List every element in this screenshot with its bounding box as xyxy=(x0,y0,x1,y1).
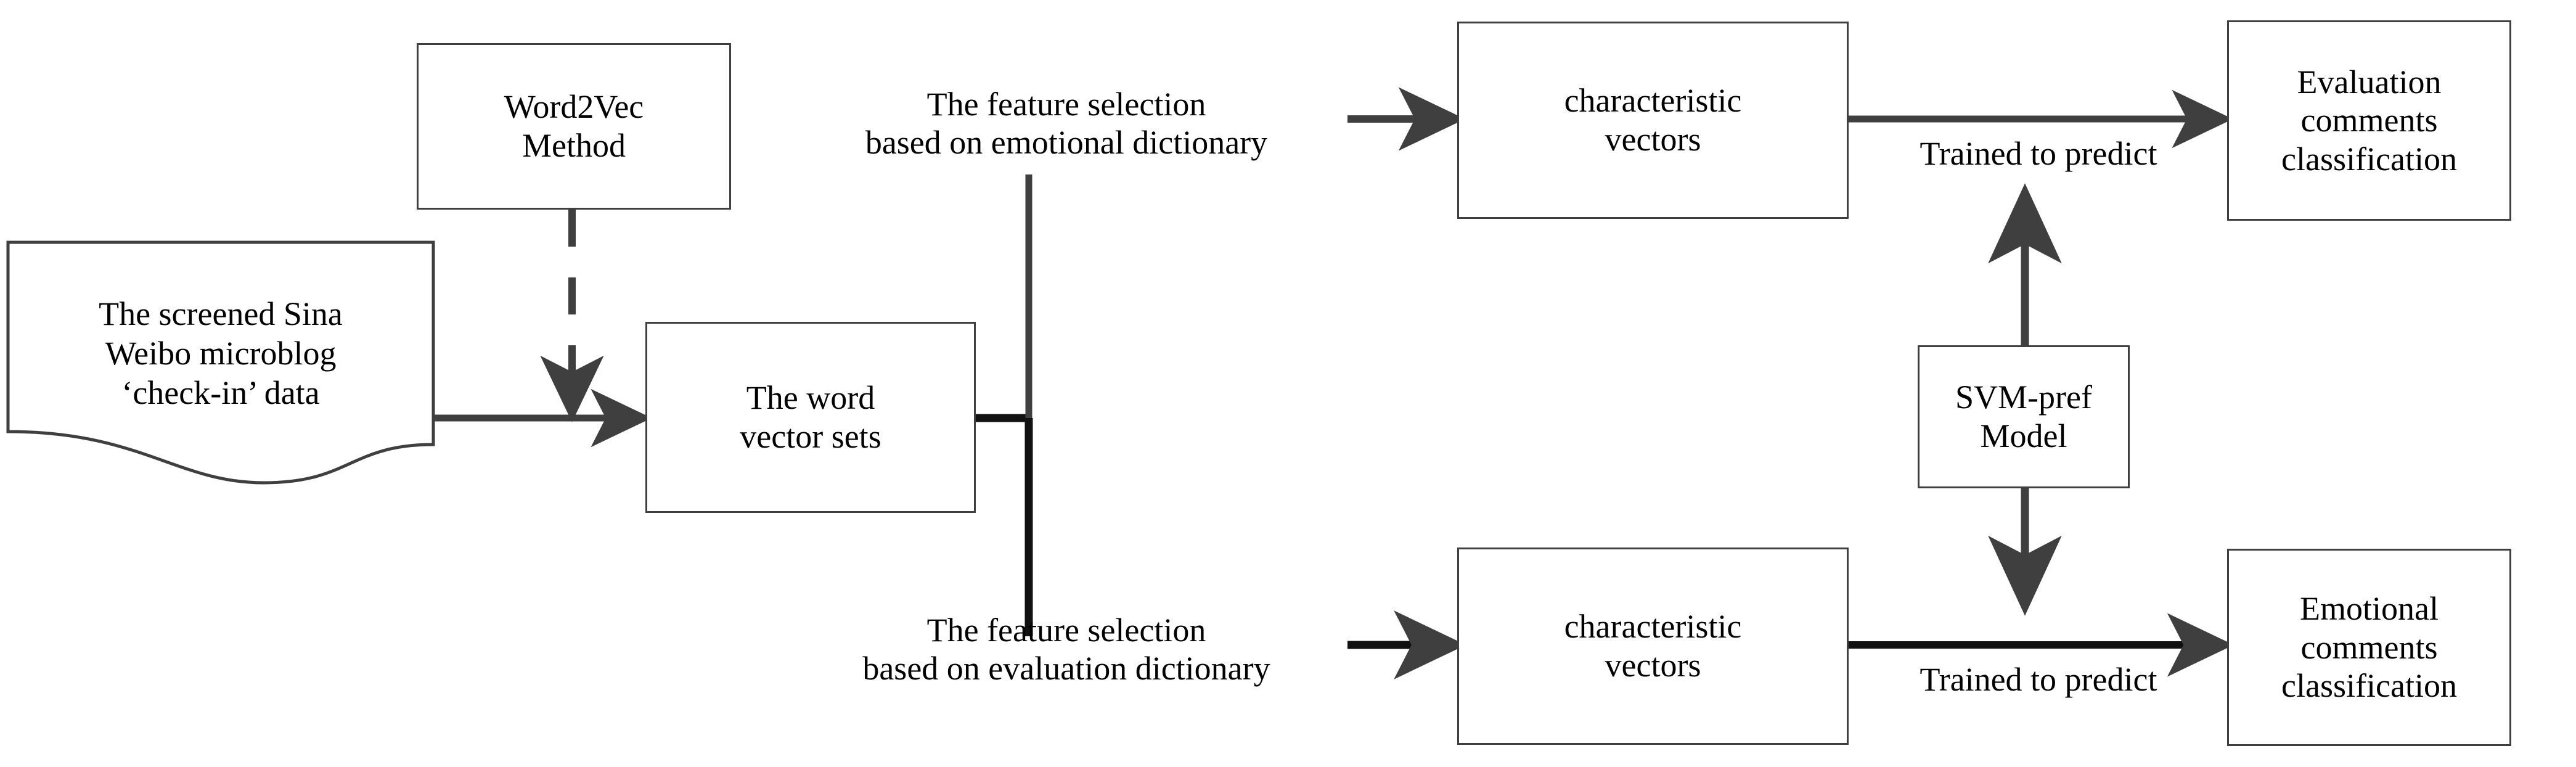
edge-label-trained-to-predict-top: Trained to predict xyxy=(1857,96,2220,173)
node-svm-pref-model-label: SVM-pref Model xyxy=(1955,379,2092,454)
edge-label-trained-to-predict-bottom: Trained to predict xyxy=(1857,621,2220,699)
edge-label-trained-to-predict-bottom-text: Trained to predict xyxy=(1920,660,2157,698)
node-source-document[interactable]: The screened Sina Weibo microblog ‘check… xyxy=(5,239,436,486)
node-evaluation-comments-classification-label: Evaluation comments classification xyxy=(2281,63,2457,178)
node-characteristic-vectors-top[interactable]: characteristic vectors xyxy=(1457,22,1849,219)
node-characteristic-vectors-top-label: characteristic vectors xyxy=(1564,82,1742,158)
node-emotional-comments-classification[interactable]: Emotional comments classification xyxy=(2227,549,2511,746)
node-evaluation-comments-classification[interactable]: Evaluation comments classification xyxy=(2227,20,2511,221)
node-feature-selection-evaluation-label: The feature selection based on evaluatio… xyxy=(862,611,1270,687)
node-emotional-comments-classification-label: Emotional comments classification xyxy=(2281,590,2457,705)
node-characteristic-vectors-bottom-label: characteristic vectors xyxy=(1564,608,1742,684)
node-word2vec-method[interactable]: Word2Vec Method xyxy=(417,43,731,210)
node-word-vector-sets-label: The word vector sets xyxy=(740,379,881,455)
node-word2vec-method-label: Word2Vec Method xyxy=(504,88,644,164)
node-source-document-label: The screened Sina Weibo microblog ‘check… xyxy=(99,295,343,411)
node-svm-pref-model[interactable]: SVM-pref Model xyxy=(1918,345,2130,488)
document-shape-icon xyxy=(6,240,435,485)
node-feature-selection-emotional-label: The feature selection based on emotional… xyxy=(865,85,1268,162)
node-feature-selection-emotional[interactable]: The feature selection based on emotional… xyxy=(789,46,1344,162)
node-word-vector-sets[interactable]: The word vector sets xyxy=(645,322,976,513)
node-feature-selection-evaluation[interactable]: The feature selection based on evaluatio… xyxy=(783,572,1350,688)
node-characteristic-vectors-bottom[interactable]: characteristic vectors xyxy=(1457,548,1849,745)
edge-label-trained-to-predict-top-text: Trained to predict xyxy=(1920,134,2157,172)
